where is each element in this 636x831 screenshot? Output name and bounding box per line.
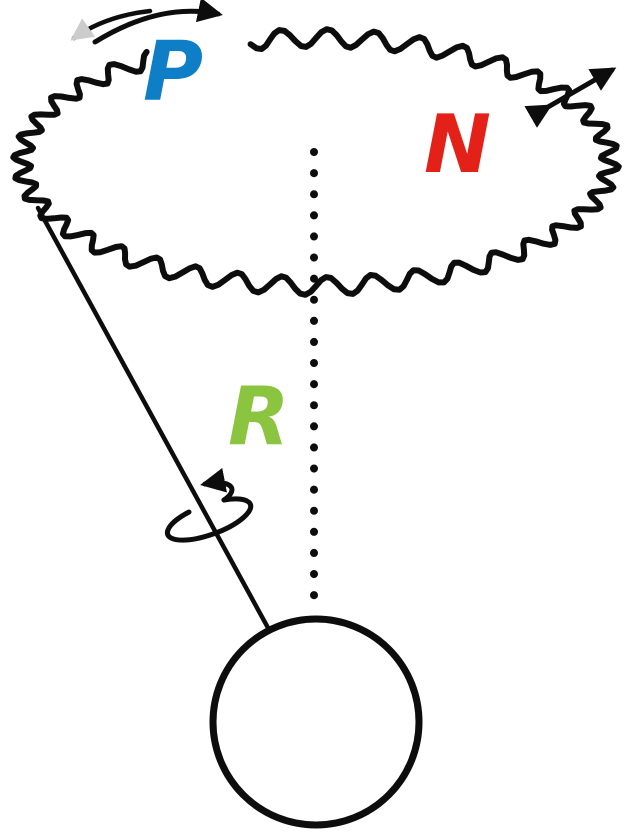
label-nutation: N	[424, 98, 491, 191]
label-precession: P	[143, 25, 203, 120]
spin-arrow	[200, 467, 235, 503]
label-rotation: R	[228, 370, 290, 463]
wavy-orbit-path	[10, 26, 622, 298]
spin-ellipse	[164, 496, 254, 543]
sphere	[209, 615, 423, 829]
precession-ghost-arrow	[70, 8, 153, 41]
precession-arrow	[92, 0, 223, 45]
rod-line	[35, 205, 293, 671]
nutation-arrow	[524, 67, 617, 128]
